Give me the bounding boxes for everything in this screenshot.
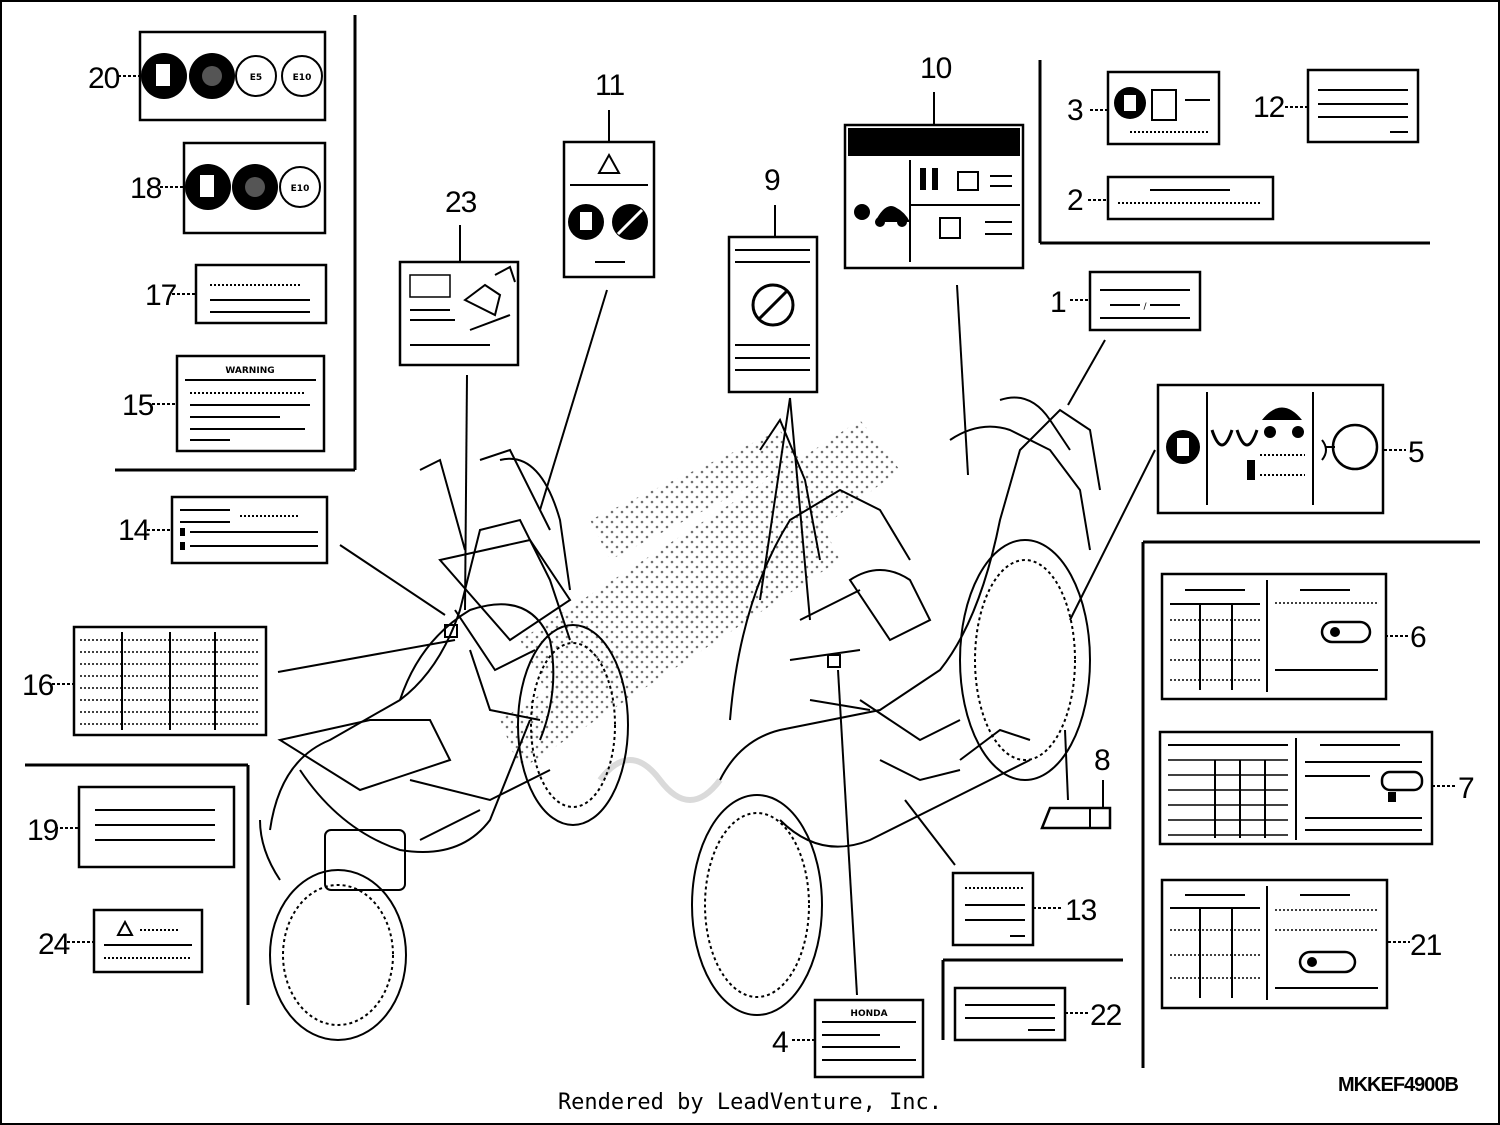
- label-20: 20 E5 E10: [88, 30, 327, 122]
- callout-4: 4: [772, 1026, 788, 1059]
- e10-mark: E10: [293, 73, 312, 83]
- section-dividers: [25, 15, 1480, 1068]
- label-18: 18 E10: [130, 141, 327, 235]
- label-3: 3: [1067, 70, 1221, 146]
- label-14: 14: [118, 495, 329, 565]
- rendered-by-footer: Rendered by LeadVenture, Inc.: [557, 1090, 943, 1115]
- callout-12: 12: [1253, 91, 1285, 124]
- callout-17: 17: [145, 279, 177, 312]
- callout-23: 23: [445, 186, 477, 219]
- tire-pressure-icon: [1210, 429, 1234, 447]
- label-13: 13: [951, 871, 1098, 947]
- callout-5: 5: [1408, 436, 1424, 469]
- motorcycle-left-view: [259, 448, 629, 1041]
- honda-watermark: [500, 420, 900, 803]
- callout-6: 6: [1410, 621, 1426, 654]
- motorcycle-right-view: [691, 396, 1101, 1016]
- callout-10: 10: [920, 52, 952, 85]
- rider-icon: [1247, 460, 1255, 480]
- callout-21: 21: [1410, 929, 1442, 962]
- callout-14: 14: [118, 514, 150, 547]
- warning-heading: WARNING: [225, 366, 274, 376]
- label-5: 5: [1156, 383, 1425, 515]
- key-icon: [1320, 620, 1372, 644]
- label-17: 17: [145, 263, 328, 325]
- key-icon: [1380, 770, 1424, 792]
- callout-18: 18: [130, 172, 162, 205]
- callout-22: 22: [1090, 999, 1122, 1032]
- warning-triangle-icon: [116, 919, 134, 936]
- label-7: 7: [1158, 730, 1475, 846]
- label-9: 9: [727, 164, 819, 394]
- label-2: 2: [1067, 175, 1275, 221]
- luggage-icon: [1151, 89, 1177, 121]
- leader-lines: [277, 284, 1156, 996]
- callout-3: 3: [1067, 94, 1083, 127]
- label-10: 10: [843, 52, 1025, 270]
- label-16: 16: [22, 625, 268, 737]
- callout-8: 8: [1094, 744, 1110, 777]
- label-6: 6: [1160, 572, 1427, 701]
- callout-20: 20: [88, 62, 120, 95]
- callout-19: 19: [27, 814, 59, 847]
- drawing-code: MKKEF4900B: [1337, 1074, 1459, 1096]
- label-11: 11: [562, 69, 656, 279]
- callout-2: 2: [1067, 184, 1083, 217]
- luggage-icon: [939, 217, 961, 239]
- callout-24: 24: [38, 928, 70, 961]
- label-23: 23: [398, 186, 520, 367]
- label-8: 8: [1040, 744, 1112, 830]
- label-24: 24: [38, 908, 204, 974]
- luggage-icon: [957, 171, 979, 191]
- warning-triangle-icon: [597, 152, 621, 174]
- callout-9: 9: [764, 164, 780, 197]
- motorcycle-icon: [1262, 407, 1302, 420]
- callout-7: 7: [1458, 772, 1474, 805]
- label-12: 12: [1253, 68, 1420, 144]
- callout-15: 15: [122, 389, 154, 422]
- label-1: 1 /: [1050, 270, 1202, 332]
- honda-brand-text: HONDA: [850, 1009, 887, 1019]
- callout-1: 1: [1050, 286, 1066, 319]
- label-15: 15 WARNING: [122, 354, 326, 453]
- e5-mark: E5: [250, 73, 262, 83]
- callout-16: 16: [22, 669, 54, 702]
- callout-13: 13: [1065, 894, 1097, 927]
- label-22: 22: [953, 986, 1123, 1042]
- label-19: 19: [27, 785, 236, 869]
- key-icon: [1298, 950, 1357, 974]
- rider-icon: [920, 168, 926, 190]
- label-21: 21: [1160, 878, 1443, 1010]
- label-4: 4 HONDA: [772, 998, 925, 1079]
- e10-mark: E10: [291, 184, 310, 194]
- slash-mark: /: [1143, 302, 1147, 312]
- callout-11: 11: [595, 69, 624, 102]
